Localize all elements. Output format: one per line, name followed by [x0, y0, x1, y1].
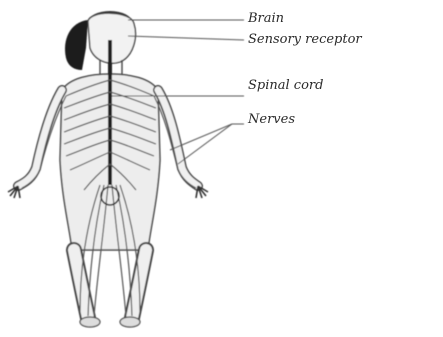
right-foot [120, 317, 140, 327]
right-hand [196, 186, 208, 198]
label-brain: Brain [248, 12, 284, 26]
label-spinal-cord: Spinal cord [248, 79, 323, 93]
label-nerves: Nerves [248, 113, 295, 127]
left-foot [80, 317, 100, 327]
hair [65, 20, 88, 70]
left-hand [8, 186, 20, 198]
label-sensory-receptor: Sensory receptor [248, 33, 362, 47]
